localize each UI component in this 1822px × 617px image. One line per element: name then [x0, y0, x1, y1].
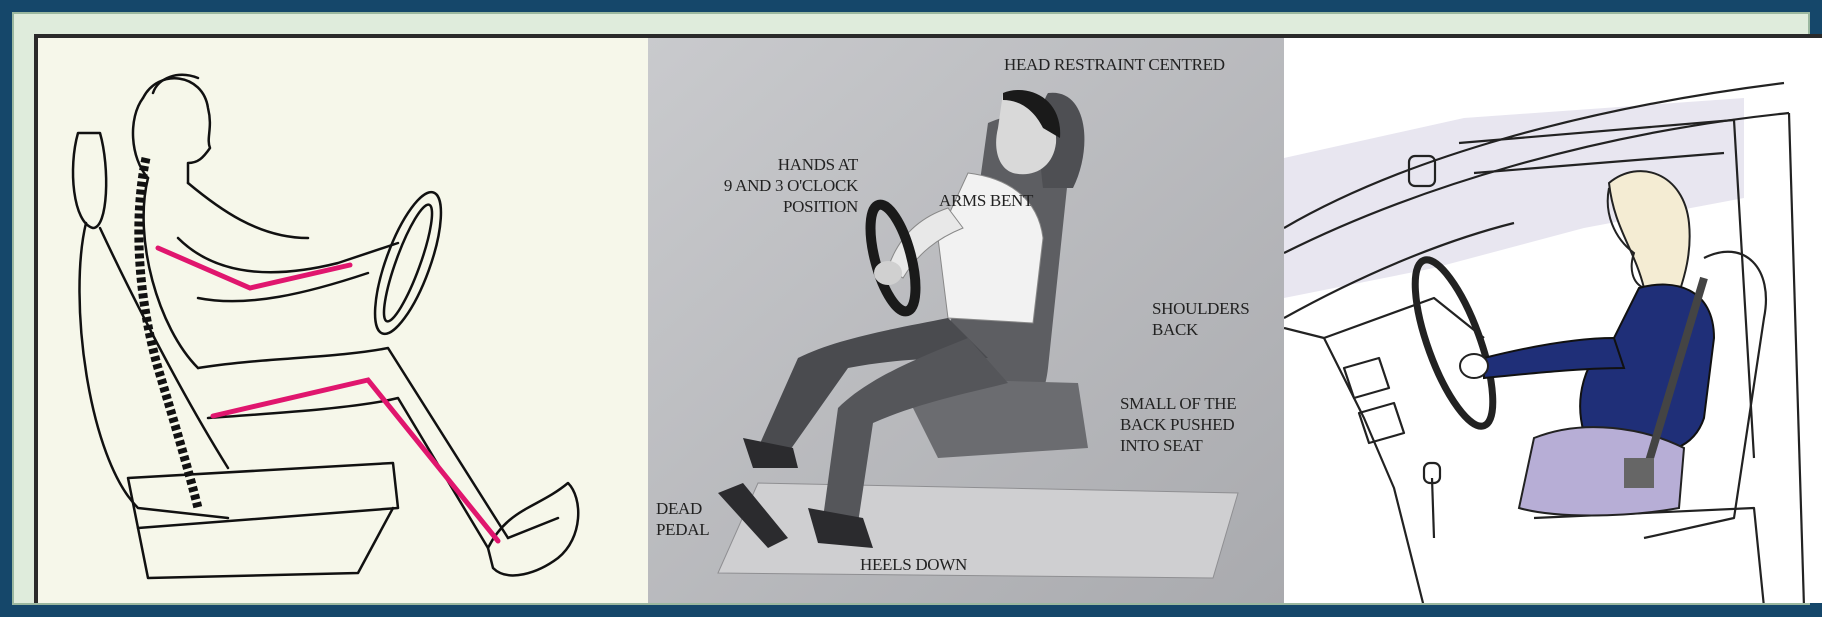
image-strip: HEAD RESTRAINT CENTRED HANDS AT 9 AND 3 … — [34, 34, 1822, 603]
label-dead-pedal: DEAD PEDAL — [656, 498, 709, 540]
label-small-of-back: SMALL OF THE BACK PUSHED INTO SEAT — [1120, 393, 1236, 456]
label-heels-down: HEELS DOWN — [860, 554, 967, 575]
label-head-restraint: HEAD RESTRAINT CENTRED — [1004, 54, 1225, 75]
panel-woman-driving — [1284, 38, 1822, 603]
panel-seated-man — [38, 38, 648, 603]
label-hands-position: HANDS AT 9 AND 3 O'CLOCK POSITION — [688, 154, 858, 217]
woman-driving-illustration — [1284, 38, 1822, 603]
seated-man-illustration — [38, 38, 648, 603]
label-arms-bent: ARMS BENT — [939, 190, 1033, 211]
panel-posture-diagram: HEAD RESTRAINT CENTRED HANDS AT 9 AND 3 … — [648, 38, 1284, 603]
label-shoulders-back: SHOULDERS BACK — [1152, 298, 1249, 340]
